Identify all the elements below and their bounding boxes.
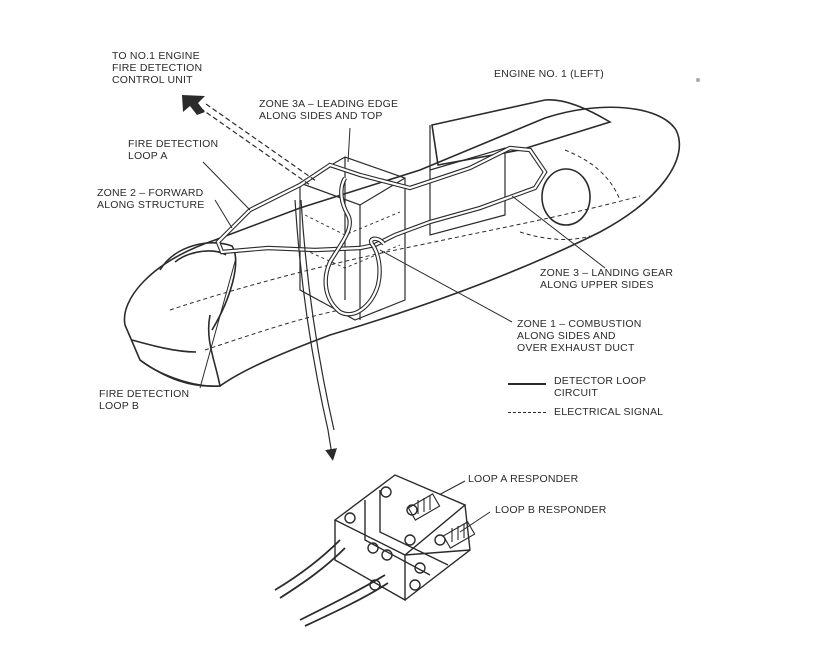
loop-b-responder-fitting [442,521,476,549]
dot-mark [696,78,700,82]
label-loop-a-responder: LOOP A RESPONDER [468,473,579,485]
leader-lines [199,127,606,533]
label-to-control-unit: TO NO.1 ENGINE FIRE DETECTION CONTROL UN… [112,50,203,86]
engine-structure-boxes [299,125,506,321]
label-loop-a: FIRE DETECTION LOOP A [128,138,219,162]
engine-nacelle [123,99,681,388]
responder-pointer-arrow [294,199,337,461]
label-zone-1: ZONE 1 – COMBUSTION ALONG SIDES AND OVER… [517,318,642,354]
label-loop-b-responder: LOOP B RESPONDER [495,504,607,516]
legend-dashed-line-sample [508,412,546,413]
legend-detector-loop-label: DETECTOR LOOP CIRCUIT [554,375,647,399]
label-engine-title: ENGINE NO. 1 (LEFT) [494,68,604,80]
nacelle-hidden-lines [169,149,641,351]
label-zone-3: ZONE 3 – LANDING GEAR ALONG UPPER SIDES [540,267,674,291]
loop-a-responder-fitting [407,493,441,521]
electrical-signal-lines [199,103,317,186]
label-zone-2: ZONE 2 – FORWARD ALONG STRUCTURE [97,187,205,211]
responder-unit [274,474,476,627]
detector-loop-circuit [215,145,548,317]
label-loop-b: FIRE DETECTION LOOP B [99,388,190,412]
legend-electrical-signal-label: ELECTRICAL SIGNAL [554,406,664,418]
control-unit-arrow [182,95,205,115]
legend-solid-line-sample [508,383,546,385]
label-zone-3a: ZONE 3A – LEADING EDGE ALONG SIDES AND T… [259,98,399,122]
